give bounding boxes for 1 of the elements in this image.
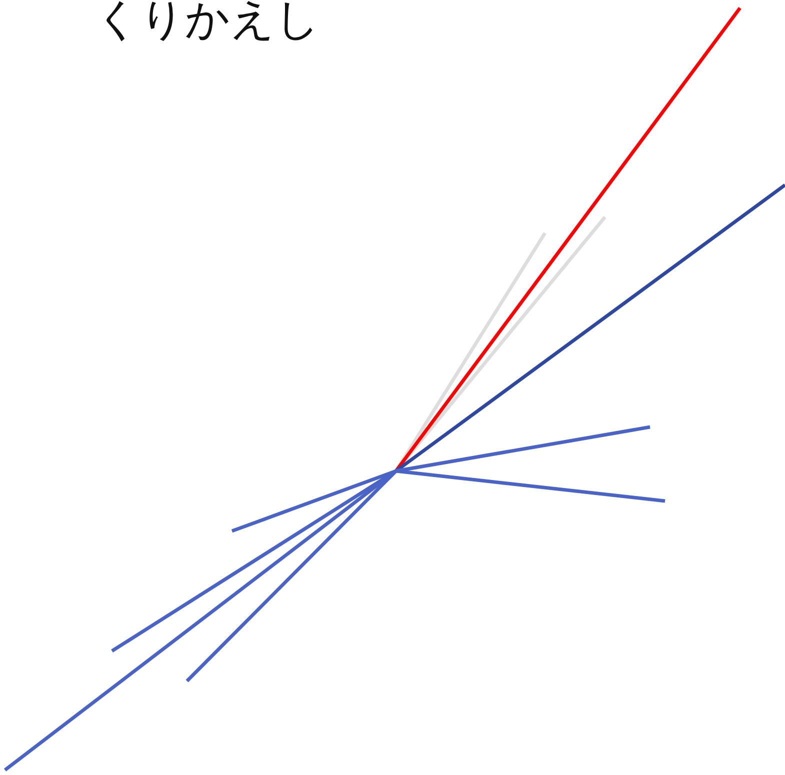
title: くりかえし bbox=[95, 0, 320, 46]
